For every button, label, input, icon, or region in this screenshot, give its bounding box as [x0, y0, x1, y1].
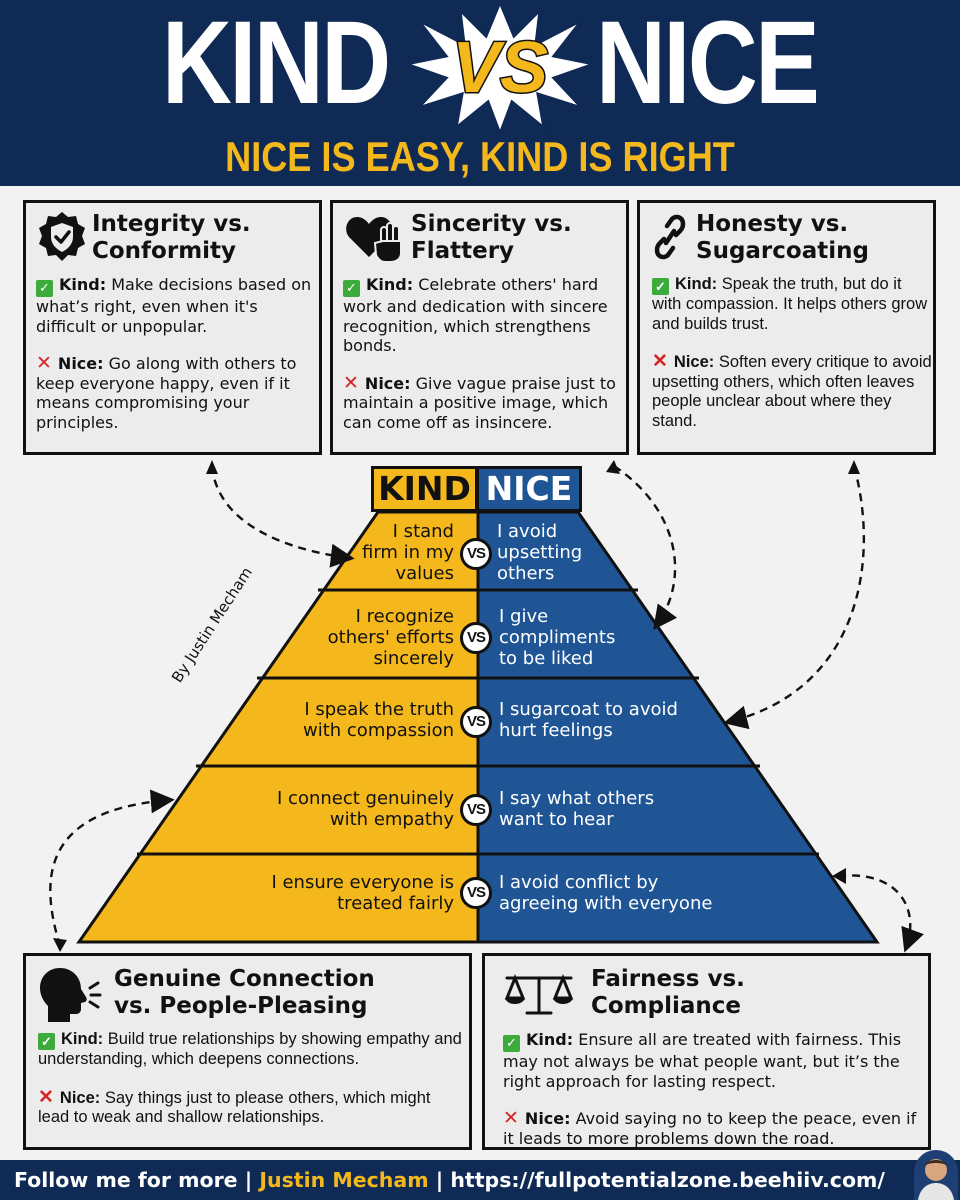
card-fairness-kind: ✓Kind: Ensure all are treated with fairn… — [503, 1030, 902, 1091]
footer-author-link[interactable]: Justin Mecham — [259, 1168, 429, 1192]
pyramid-row4-kind: I connect genuinely with empathy — [277, 788, 454, 830]
card-connection-kind: ✓Kind: Build true relationships by showi… — [38, 1030, 462, 1068]
pyramid-nice-header: NICE — [476, 466, 582, 512]
footer-text: Follow me for more | Justin Mecham | htt… — [14, 1166, 885, 1194]
pyramid-row1-kind: I stand firm in my values — [362, 521, 454, 584]
pyramid-row5-nice: I avoid conflict by agreeing with everyo… — [499, 872, 713, 914]
card-sincerity-nice: ✕Nice: Give vague praise just to maintai… — [343, 371, 616, 432]
vs-burst-icon: VS — [404, 0, 596, 134]
card-integrity-title-line1: Integrity vs. — [92, 211, 251, 237]
card-integrity-title-line2: Conformity — [92, 238, 237, 264]
card-connection: Genuine Connection vs. People-Pleasing ✓… — [23, 953, 472, 1150]
cross-icon: ✕ — [503, 1107, 519, 1129]
vs-badge-row2: VS — [460, 622, 492, 654]
pyramid-row4-nice: I say what others want to hear — [499, 788, 655, 830]
vs-badge-row4: VS — [460, 794, 492, 826]
card-sincerity-kind: ✓Kind: Celebrate others' hard work and d… — [343, 275, 608, 355]
connector-arrows — [49, 465, 924, 953]
pyramid-kind-side — [79, 512, 478, 942]
cross-icon: ✕ — [38, 1086, 54, 1108]
cross-icon: ✕ — [36, 352, 52, 374]
avatar — [914, 1150, 958, 1200]
card-sincerity-title-line2: Flattery — [411, 238, 515, 264]
vs-badge-row5: VS — [460, 877, 492, 909]
pyramid-kind-header: KIND — [371, 466, 478, 512]
header-banner: KIND VS NICE NICE IS EASY, KIND IS RIGHT — [0, 0, 960, 186]
pyramid-nice-side — [478, 512, 877, 942]
card-connection-title-line1: Genuine Connection — [114, 966, 375, 992]
check-icon: ✓ — [36, 280, 53, 297]
arrow-fairness — [837, 874, 924, 953]
card-fairness: Fairness vs. Compliance ✓Kind: Ensure al… — [482, 953, 931, 1150]
card-fairness-title-line1: Fairness vs. — [591, 966, 745, 992]
card-honesty-kind: ✓Kind: Speak the truth, but do it with c… — [652, 275, 928, 333]
footer-url-link[interactable]: | https://fullpotentialzone.beehiiv.com/ — [435, 1168, 885, 1192]
arrow-honesty — [723, 465, 866, 730]
vs-badge-row3: VS — [460, 706, 492, 738]
card-integrity-nice: ✕Nice: Go along with others to keep ever… — [36, 352, 297, 432]
title-kind: KIND — [162, 0, 391, 129]
vs-badge-row1: VS — [460, 538, 492, 570]
subtitle: NICE IS EASY, KIND IS RIGHT — [225, 133, 735, 180]
card-connection-title-line2: vs. People-Pleasing — [114, 993, 368, 1019]
title-nice: NICE — [596, 0, 820, 129]
card-sincerity-title-line1: Sincerity vs. — [411, 211, 572, 237]
title-vs: VS — [452, 28, 548, 108]
footer-follow: Follow me for more | — [14, 1168, 253, 1192]
check-icon: ✓ — [38, 1033, 55, 1050]
card-fairness-nice: ✕Nice: Avoid saying no to keep the peace… — [503, 1107, 917, 1148]
card-integrity-kind: ✓Kind: Make decisions based on what’s ri… — [36, 275, 312, 336]
badge-check-icon — [39, 212, 85, 261]
footer-bar: Follow me for more | Justin Mecham | htt… — [0, 1160, 960, 1200]
arrow-integrity — [210, 465, 355, 568]
cross-icon: ✕ — [343, 371, 359, 394]
scales-icon — [504, 974, 574, 1015]
card-sincerity: Sincerity vs. Flattery ✓Kind: Celebrate … — [330, 200, 629, 455]
arrow-sincerity — [613, 465, 678, 630]
speaking-head-icon — [40, 968, 102, 1022]
card-connection-nice: ✕Nice: Say things just to please others,… — [38, 1086, 431, 1126]
check-icon: ✓ — [503, 1035, 520, 1052]
chain-link-icon — [654, 214, 686, 260]
card-integrity: Integrity vs. Conformity ✓Kind: Make dec… — [23, 200, 322, 455]
card-honesty-title-line2: Sugarcoating — [696, 238, 869, 264]
card-honesty-title-line1: Honesty vs. — [696, 211, 849, 237]
card-honesty: Honesty vs. Sugarcoating ✓Kind: Speak th… — [637, 200, 936, 455]
pyramid-row1-nice: I avoid upsetting others — [497, 521, 583, 584]
pyramid-row3-nice: I sugarcoat to avoid hurt feelings — [499, 699, 678, 741]
check-icon: ✓ — [652, 278, 669, 295]
pyramid-row2-kind: I recognize others' efforts sincerely — [327, 606, 454, 669]
pyramid-row3-kind: I speak the truth with compassion — [303, 699, 454, 741]
card-honesty-nice: ✕Nice: Soften every critique to avoid up… — [652, 351, 932, 430]
card-fairness-title-line2: Compliance — [591, 993, 742, 1019]
check-icon: ✓ — [343, 280, 360, 297]
pyramid-row2-nice: I give compliments to be liked — [499, 606, 616, 669]
heart-hand-icon — [346, 217, 402, 263]
pyramid-row5-kind: I ensure everyone is treated fairly — [271, 872, 454, 914]
cross-icon: ✕ — [652, 351, 668, 372]
